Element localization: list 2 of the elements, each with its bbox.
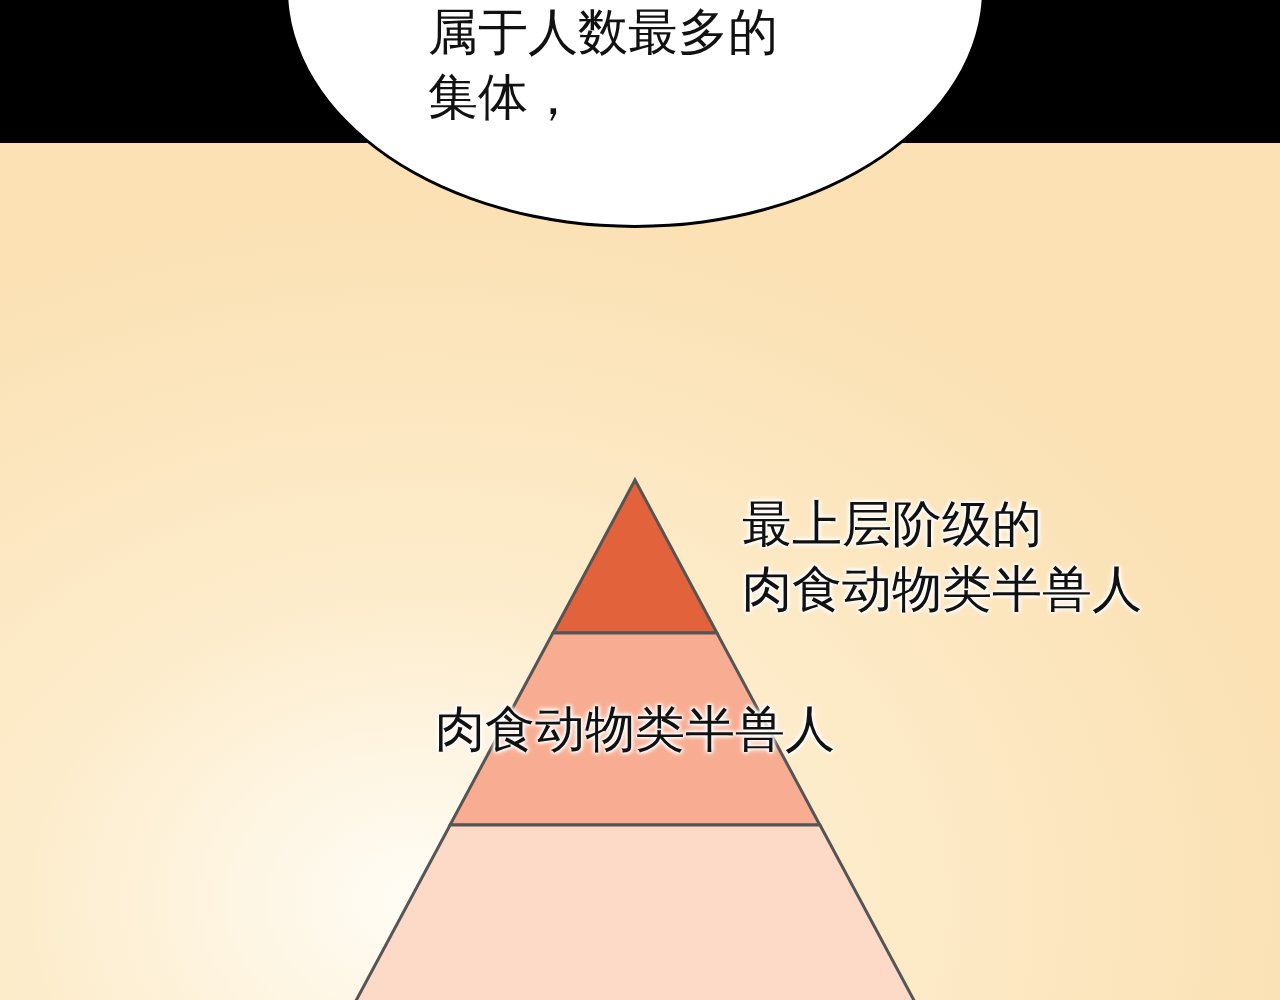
bubble-text: 属于人数最多的集体， bbox=[428, 2, 778, 128]
tier-caption: 最上层阶级的肉食动物类半兽人 bbox=[742, 494, 1142, 620]
